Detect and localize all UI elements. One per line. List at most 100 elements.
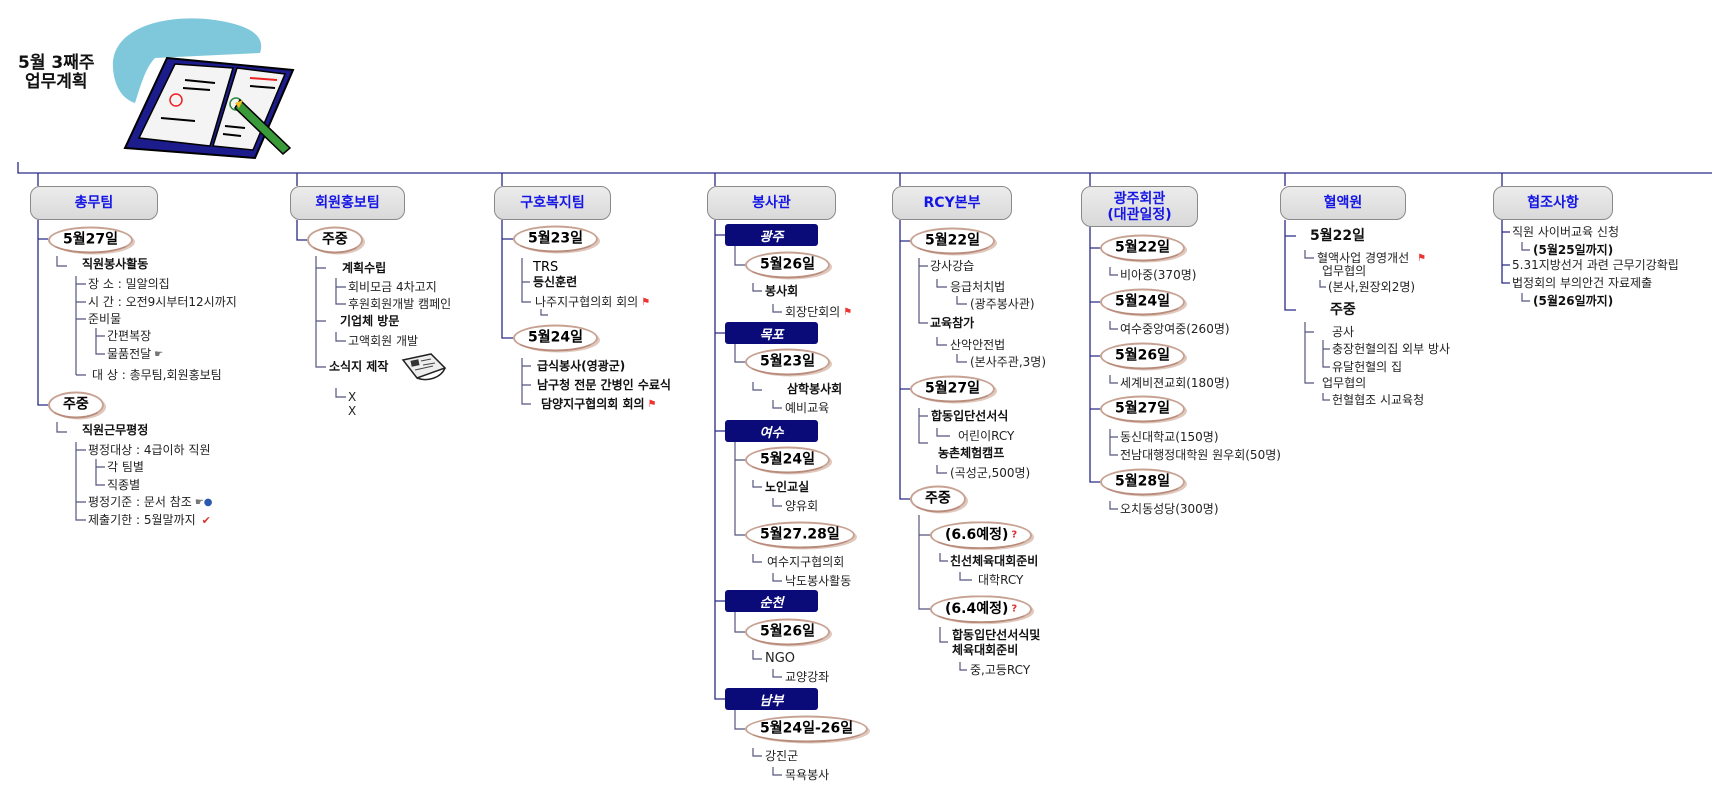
list-item: 체육대회준비 [952,643,1019,657]
weekday-oval: 주중 [307,226,363,254]
list-item: 교양강좌 [785,670,830,684]
list-item: 유달헌혈의 집 [1332,360,1403,374]
list-item: 업무협의 [1322,376,1367,390]
list-item: (광주봉사관) [970,297,1035,311]
list-item: 시 간 : 오전9시부터12시까지 [88,295,237,309]
header-rcy[interactable]: RCY본부 [892,186,1012,220]
date-oval: 5월27일 [910,375,995,403]
list-item: 교육참가 [930,316,975,330]
list-item: 오치동성당(300명) [1120,502,1219,516]
region-gwangju: 광주 [725,224,818,246]
date-oval: 5월24일 [745,446,830,474]
date-oval: 5월24일-26일 [745,715,869,743]
list-item: 어린이RCY [958,429,1015,443]
list-item: 회장단회의⚑ [785,304,853,319]
list-item: 합동입단선서식및 [952,628,1041,642]
date-oval: 5월23일 [513,225,598,253]
date-label: 5월22일 [1310,228,1365,244]
list-item: 직원봉사활동 [82,257,149,271]
list-item: X [348,404,357,418]
list-item: 합동입단선서식 [931,409,1009,423]
list-item: 산악안전법 [950,338,1006,352]
list-item: 공사 [1332,325,1355,339]
list-item: 남구청 전문 간병인 수료식 [537,378,671,392]
weekday-oval: 주중 [910,485,966,513]
list-item: (5월25일까지) [1533,243,1614,257]
list-item: 장 소 : 밀알의집 [88,277,170,291]
list-item: 낙도봉사활동 [785,574,852,588]
header-volunteer-center[interactable]: 봉사관 [707,186,836,220]
header-general-affairs[interactable]: 총무팀 [30,186,158,220]
list-item: 법정회의 부의안건 자료제출 [1512,276,1653,290]
list-item: 나주지구협의회 회의⚑ [535,294,651,309]
list-item: 응급처치법 [950,280,1006,294]
question-icon: ? [1011,603,1018,615]
header-cooperation[interactable]: 협조사항 [1493,186,1613,220]
region-mokpo: 목포 [725,322,818,344]
list-item: 혈액사업 경영개선⚑ [1317,250,1427,265]
date-oval: 5월27.28일 [745,521,855,549]
weekday-label: 주중 [1330,302,1356,318]
date-oval: (6.4예정)? [930,595,1033,623]
list-item: TRS [533,260,559,275]
pointing-hand-icon: ☛ [154,348,164,360]
list-item: 담양지구협의회 회의⚑ [541,396,657,411]
list-item: 기업체 방문 [340,314,400,328]
date-oval: 5월24일 [513,324,598,352]
list-item: 친선체육대회준비 [950,554,1039,568]
list-item: 직원 사이버교육 신청 [1512,225,1619,239]
list-item: 대학RCY [978,573,1024,587]
list-item: 간편복장 [107,329,152,343]
list-item: (곡성군,500명) [950,466,1031,480]
date-oval: 5월26일 [745,618,830,646]
list-item: 강사강습 [930,259,975,273]
list-item: 양유회 [785,499,819,513]
list-item: 여수지구협의회 [767,555,845,569]
date-oval: 5월28일 [1100,468,1185,496]
page-title: 5월 3째주 업무계획 [18,53,95,92]
flag-icon: ⚑ [1417,252,1427,264]
list-item: 계획수립 [342,261,387,275]
list-item: 삼학봉사회 [787,382,843,396]
list-item: 충장헌혈의집 외부 방사 [1332,342,1451,356]
date-oval: 5월27일 [48,226,133,254]
list-item: 봉사회 [765,284,799,298]
pointing-hand-icon: ☛ [194,496,204,508]
list-item: 평정기준 : 문서 참조☛● [88,494,213,509]
list-item: 회비모금 4차고지 [348,280,437,294]
list-item: 급식봉사(영광군) [537,359,626,373]
header-relief-welfare[interactable]: 구호복지팀 [494,186,611,220]
header-gwangju-hall[interactable]: 광주회관(대관일정) [1081,186,1198,227]
list-item: NGO [765,651,796,666]
region-nambu: 남부 [725,688,818,710]
list-item: 소식지 제작 [329,352,447,382]
list-item: 예비교육 [785,401,830,415]
list-item: 직원근무평정 [82,423,149,437]
date-oval: 5월27일 [1100,395,1185,423]
date-oval: 5월26일 [1100,342,1185,370]
flag-icon: ⚑ [641,296,651,308]
list-item: 농촌체험캠프 [938,446,1005,460]
list-item: (본사주관,3명) [970,355,1047,369]
list-item: 중,고등RCY [970,663,1031,677]
list-item: 세계비젼교회(180명) [1120,376,1230,390]
region-yeosu: 여수 [725,420,818,442]
checkmark-icon: ✔ [201,513,211,527]
list-item: 제출기한 : 5월말까지✔ [88,512,211,527]
date-oval: 5월23일 [745,348,830,376]
list-item: 비아중(370명) [1120,268,1197,282]
flag-icon: ⚑ [647,398,657,410]
list-item: 강진군 [765,749,799,763]
list-item: 각 팀별 [107,460,144,474]
list-item: 여수중앙여중(260명) [1120,322,1230,336]
list-item: 목욕봉사 [785,768,830,782]
date-oval: 5월22일 [910,227,995,255]
list-item: 고액회원 개발 [348,334,419,348]
list-item: 직종별 [107,478,141,492]
header-membership-pr[interactable]: 회원홍보팀 [290,186,405,220]
list-item: X [348,390,357,404]
weekday-oval: 주중 [48,391,104,419]
header-blood-center[interactable]: 혈액원 [1280,186,1406,220]
list-item: (본사,원장외2명) [1328,280,1416,294]
list-item: 동신대학교(150명) [1120,430,1219,444]
